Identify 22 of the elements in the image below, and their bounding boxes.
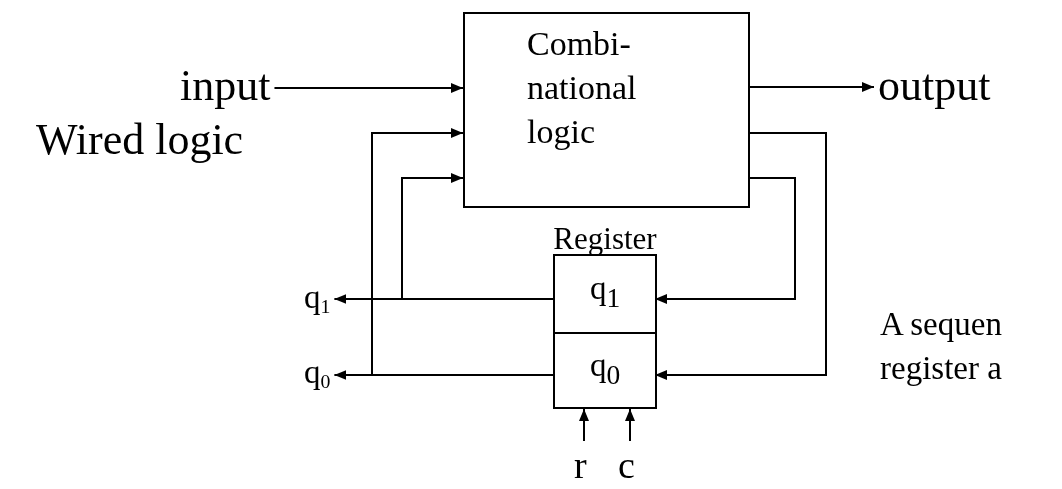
side-label: Wired logic	[36, 116, 244, 165]
arrow	[625, 408, 635, 443]
arrow	[654, 132, 827, 380]
signal-label: r	[574, 445, 587, 487]
logic-block	[463, 12, 750, 208]
input-label: input	[180, 61, 271, 111]
signal-label: c	[618, 445, 635, 487]
note-text: A sequen	[880, 306, 1002, 343]
block-heading: Register	[553, 223, 657, 254]
arrow	[401, 173, 556, 300]
arrow	[273, 83, 464, 93]
cell-label: q$_{1}$	[588, 270, 622, 314]
cell-label: q$_{0}$	[588, 346, 622, 390]
arrow	[371, 128, 556, 376]
signal-label: q$_{0}$	[304, 353, 331, 391]
arrow	[579, 408, 589, 443]
arrow	[749, 82, 875, 92]
arrow	[654, 177, 796, 304]
block-label: Combi- national logic	[527, 24, 638, 153]
output-label: output	[878, 61, 991, 111]
signal-label: q$_{1}$	[304, 278, 331, 316]
note-text: register a	[880, 350, 1002, 387]
